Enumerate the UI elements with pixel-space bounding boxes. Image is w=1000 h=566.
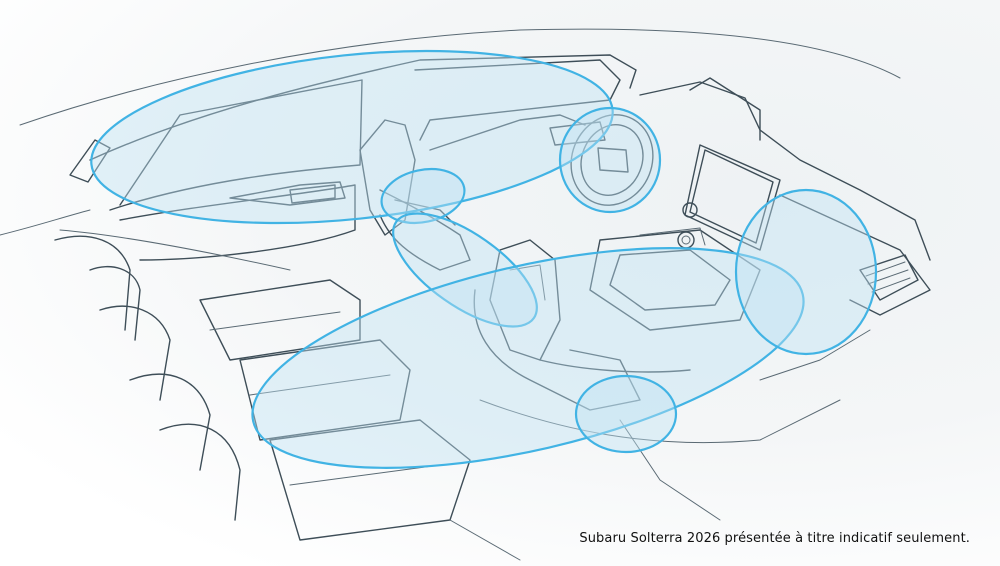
- roof-outline: [0, 28, 901, 236]
- driver-knee-airbag-zone: [380, 168, 466, 224]
- disclaimer-caption: Subaru Solterra 2026 présentée à titre i…: [579, 531, 970, 546]
- airbag-zones: [90, 49, 878, 469]
- curtain-airbag-zone-front: [90, 49, 614, 225]
- steering-wheel-airbag-zone: [558, 106, 662, 214]
- windshield-and-dash: [414, 59, 931, 261]
- passenger-front-airbag-zone: [734, 188, 878, 356]
- curtain-airbag-zone-rear: [251, 247, 805, 469]
- left-door: [59, 54, 637, 271]
- floor-outline: [449, 329, 871, 561]
- driver-side-airbag-zone: [392, 212, 538, 328]
- front-passenger-seat: [473, 239, 691, 411]
- passenger-seat-airbag-zone: [574, 374, 678, 454]
- rear-seats: [54, 235, 471, 541]
- steering-wheel: [570, 114, 654, 206]
- center-console: [589, 227, 761, 331]
